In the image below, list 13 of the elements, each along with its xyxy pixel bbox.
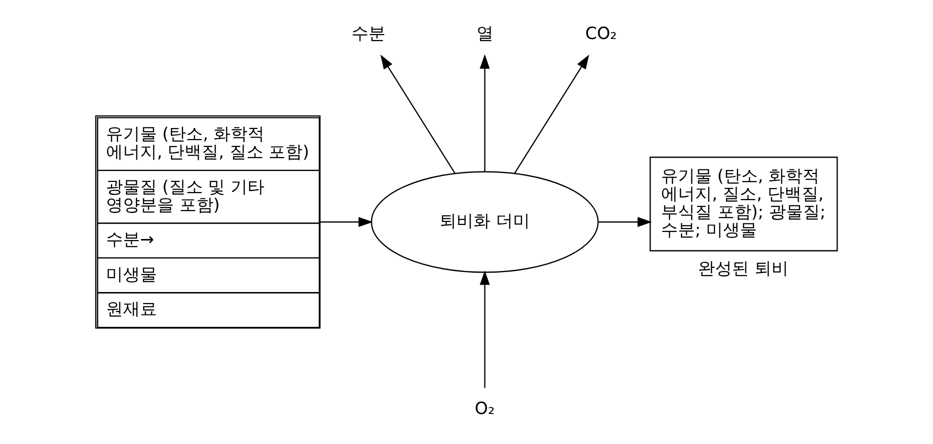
node-ellipse: 퇴비화 더미 <box>370 171 599 273</box>
node-label: 완성된 퇴비 <box>698 258 788 278</box>
node-text: 수분 <box>352 22 386 43</box>
node-text: 열 <box>476 22 494 43</box>
arrow <box>514 54 590 174</box>
arrow <box>480 54 490 172</box>
arrow <box>598 216 652 228</box>
node-box: 유기물 (탄소, 화학적 에너지, 질소, 단백질, 부식질 포함); 광물질; 수분; 미생물 <box>650 156 838 252</box>
node-text: CO₂ <box>585 22 617 43</box>
arrow <box>320 216 373 228</box>
arrow <box>380 54 456 174</box>
arrow <box>480 270 490 388</box>
node-text: O₂ <box>474 398 495 418</box>
